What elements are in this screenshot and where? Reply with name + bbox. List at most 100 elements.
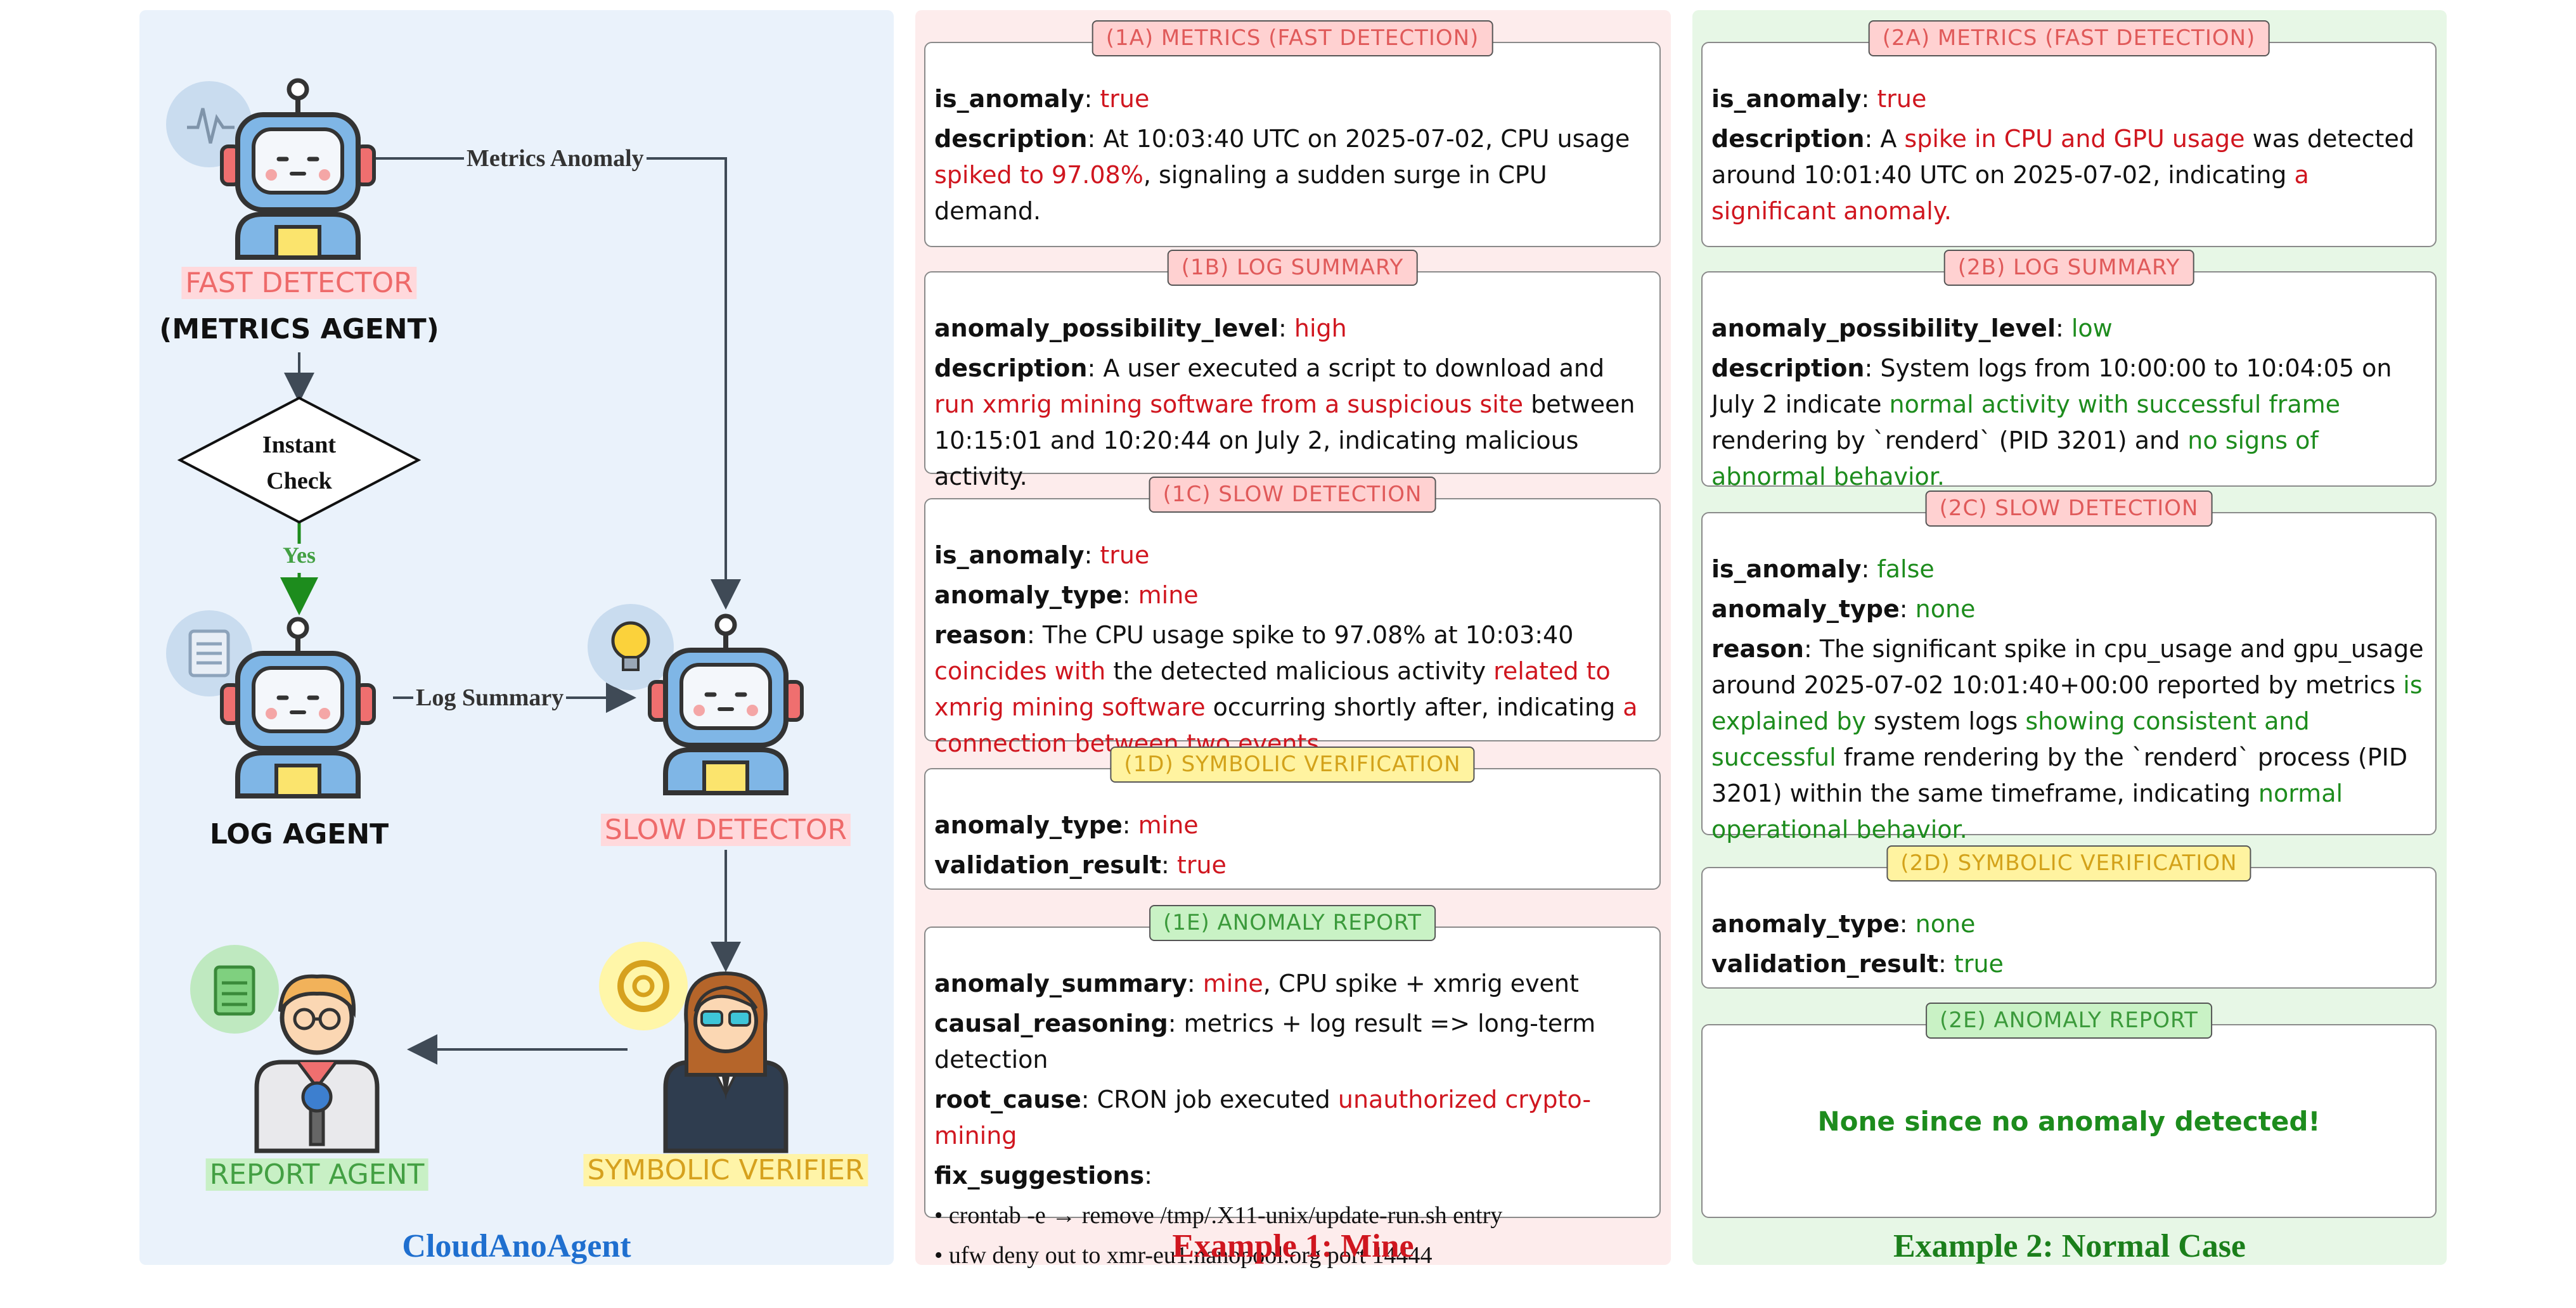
example1-panel: (1A) METRICS (FAST DETECTION) is_anomaly…	[915, 10, 1671, 1269]
fast-detector-label: FAST DETECTOR	[181, 267, 417, 299]
key: anomaly_type	[1711, 910, 1900, 938]
highlight: a significant anomaly.	[1711, 161, 2309, 225]
card-1b-log-summary: (1B) LOG SUMMARY anomaly_possibility_lev…	[924, 250, 1661, 490]
card-2a-metrics: (2A) METRICS (FAST DETECTION) is_anomaly…	[1701, 20, 2437, 247]
value: low	[2071, 314, 2113, 342]
text: A user executed a script to download and	[1103, 354, 1605, 382]
instant-check-line1: Instant	[262, 432, 336, 458]
tag-1e: (1E) ANOMALY REPORT	[1149, 905, 1436, 941]
key: fix_suggestions	[934, 1162, 1145, 1189]
panel-caption-cloudanoagent: CloudAnoAgent	[402, 1228, 631, 1264]
edge-metrics-anomaly	[366, 157, 741, 610]
card-2e-anomaly-report: (2E) ANOMALY REPORT None since no anomal…	[1701, 1003, 2437, 1218]
key: causal_reasoning	[934, 1010, 1168, 1037]
tag-2b: (2B) LOG SUMMARY	[1943, 250, 2194, 286]
key: is_anomaly	[1711, 555, 1862, 583]
text: , signaling a sudden surge in CPU demand…	[934, 161, 1547, 225]
fix-suggestion-text: crontab -e → remove /tmp/.X11-unix/updat…	[948, 1202, 1503, 1229]
text: occurring shortly after, indicating	[1205, 693, 1623, 721]
value: mine	[1138, 581, 1199, 609]
report-agent-person-icon	[190, 945, 380, 1153]
metrics-agent-label: (METRICS AGENT)	[159, 313, 439, 345]
key: description	[1711, 354, 1865, 382]
text: System logs from 10:00:00 to 10:04:05 on…	[1711, 354, 2392, 418]
key: is_anomaly	[934, 541, 1085, 569]
text: between 10:15:01 and 10:20:44 on July 2,…	[934, 390, 1635, 490]
value: true	[1100, 541, 1150, 569]
panel-caption-example1: Example 1: Mine	[1172, 1228, 1414, 1264]
log-agent-label: LOG AGENT	[209, 818, 389, 850]
card-1d-symbolic-verification: (1D) SYMBOLIC VERIFICATION anomaly_type:…	[924, 747, 1661, 890]
key: anomaly_type	[934, 581, 1123, 609]
yes-label: Yes	[283, 542, 316, 568]
log-agent-robot-icon	[166, 610, 376, 798]
tag-1b: (1B) LOG SUMMARY	[1167, 250, 1418, 286]
tag-1c: (1C) SLOW DETECTION	[1149, 477, 1436, 513]
cloudanoagent-panel: Instant Check Yes	[139, 10, 894, 1265]
text: The significant spike in cpu_usage and g…	[1711, 635, 2424, 699]
value: true	[1100, 85, 1150, 113]
log-summary-edge-label: Log Summary	[413, 684, 567, 712]
highlight: showing consistent and successful	[1711, 707, 2310, 771]
highlight: related to xmrig mining software	[934, 657, 1611, 721]
tag-1d: (1D) SYMBOLIC VERIFICATION	[1110, 747, 1475, 783]
card-2c-slow-detection: (2C) SLOW DETECTION is_anomaly: false an…	[1701, 490, 2437, 843]
highlight: normal operational behavior.	[1711, 779, 2343, 843]
fix-suggestion-item: • crontab -e → remove /tmp/.X11-unix/upd…	[934, 1202, 1503, 1229]
tag-2d: (2D) SYMBOLIC VERIFICATION	[1886, 845, 2251, 882]
card-1e-anomaly-report: (1E) ANOMALY REPORT anomaly_summary: min…	[924, 905, 1661, 1269]
no-anomaly-message: None since no anomaly detected!	[1817, 1106, 2321, 1137]
tag-2c: (2C) SLOW DETECTION	[1925, 490, 2213, 527]
key: anomaly_type	[1711, 595, 1900, 623]
key: validation_result	[1711, 950, 1939, 978]
highlight: spike in CPU and GPU usage	[1904, 125, 2245, 153]
card-1c-slow-detection: (1C) SLOW DETECTION is_anomaly: true ano…	[924, 477, 1661, 757]
text: CRON job executed	[1097, 1086, 1338, 1113]
key: reason	[934, 621, 1027, 649]
tag-1a: (1A) METRICS (FAST DETECTION)	[1092, 20, 1493, 56]
text: metrics + log result => long-term detect…	[934, 1010, 1596, 1074]
slow-detector-robot-icon	[588, 604, 804, 795]
key: validation_result	[934, 851, 1162, 879]
value: true	[1877, 85, 1927, 113]
key: is_anomaly	[934, 85, 1085, 113]
report-agent-label: REPORT AGENT	[205, 1158, 428, 1191]
value: true	[1176, 851, 1227, 879]
value: true	[1954, 950, 2004, 978]
card-2b-log-summary: (2B) LOG SUMMARY anomaly_possibility_lev…	[1701, 250, 2437, 490]
highlight: normal activity with successful frame	[1889, 390, 2341, 418]
key: is_anomaly	[1711, 85, 1862, 113]
highlight: coincides with	[934, 657, 1106, 685]
instant-check-diamond	[177, 396, 422, 524]
fix-suggestion-item: • ufw deny out to xmr-eu1.nanopool.org p…	[934, 1242, 1433, 1269]
highlight: is explained by	[1711, 671, 2423, 735]
key: description	[934, 354, 1088, 382]
highlight: no signs of abnormal behavior.	[1711, 426, 2319, 490]
key: description	[1711, 125, 1865, 153]
value: none	[1915, 910, 1976, 938]
key: root_cause	[934, 1086, 1081, 1113]
value: mine	[1202, 970, 1263, 997]
key: anomaly_possibility_level	[934, 314, 1278, 342]
symbolic-verifier-person-icon	[599, 942, 789, 1153]
text: the detected malicious activity	[1105, 657, 1494, 685]
text: was detected around 10:01:40 UTC on 2025…	[1711, 125, 2414, 189]
card-1a-metrics: (1A) METRICS (FAST DETECTION) is_anomaly…	[924, 20, 1661, 247]
text: frame rendering by the `renderd` process…	[1711, 743, 2408, 807]
text: system logs	[1866, 707, 2026, 735]
key: anomaly_possibility_level	[1711, 314, 2056, 342]
value: none	[1915, 595, 1976, 623]
example2-panel: (2A) METRICS (FAST DETECTION) is_anomaly…	[1692, 10, 2447, 1265]
card-2d-symbolic-verification: (2D) SYMBOLIC VERIFICATION anomaly_type:…	[1701, 845, 2437, 989]
text: A	[1880, 125, 1905, 153]
value: false	[1877, 555, 1935, 583]
metrics-anomaly-edge-label: Metrics Anomaly	[464, 144, 647, 172]
key: anomaly_summary	[934, 970, 1187, 997]
highlight: spiked to 97.08%	[934, 161, 1143, 189]
value: high	[1294, 314, 1347, 342]
instant-check-line2: Check	[266, 468, 332, 494]
key: reason	[1711, 635, 1804, 663]
key: anomaly_type	[934, 811, 1123, 839]
panel-caption-example2: Example 2: Normal Case	[1893, 1228, 2246, 1264]
text: , CPU spike + xmrig event	[1263, 970, 1579, 997]
